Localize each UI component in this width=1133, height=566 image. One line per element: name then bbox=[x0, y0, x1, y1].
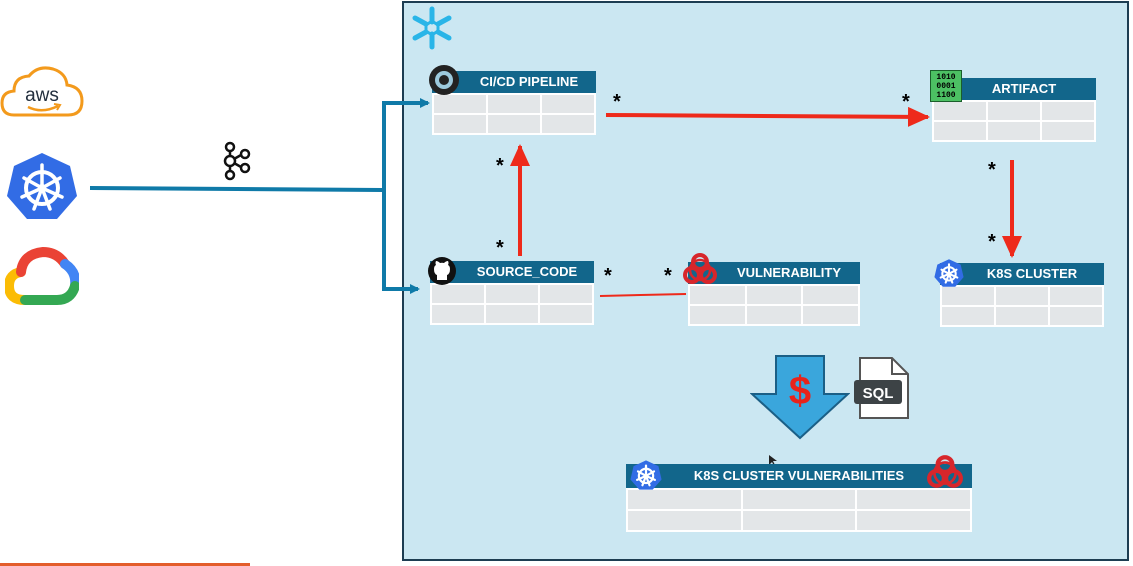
table-header: SOURCE_CODE bbox=[430, 261, 594, 283]
kubernetes-small-icon bbox=[630, 459, 662, 491]
binary-data-icon: 1010 0001 1100 bbox=[930, 70, 962, 102]
multiplicity-source-right: * bbox=[604, 265, 612, 287]
table-header: CI/CD PIPELINE bbox=[432, 71, 596, 93]
table-header: K8S CLUSTER VULNERABILITIES bbox=[626, 464, 972, 488]
biohazard-icon bbox=[926, 454, 964, 490]
github-icon bbox=[427, 256, 457, 286]
currency-symbol: $ bbox=[789, 369, 811, 413]
mouse-cursor-icon bbox=[769, 454, 777, 466]
biohazard-icon bbox=[682, 252, 718, 286]
sql-file-icon: SQL bbox=[852, 356, 910, 420]
multiplicity-vuln-left: * bbox=[664, 265, 672, 287]
cicd-ring-icon bbox=[428, 64, 460, 96]
ingest-line bbox=[89, 186, 385, 192]
multiplicity-artifact-out: * bbox=[988, 159, 996, 181]
kubernetes-logo-icon bbox=[6, 151, 78, 221]
table-source-code[interactable]: SOURCE_CODE bbox=[430, 261, 594, 325]
multiplicity-cicd-out: * bbox=[613, 91, 621, 113]
transform-down-arrow-icon: $ bbox=[749, 354, 851, 440]
aws-logo-text: aws bbox=[25, 85, 59, 106]
snowflake-logo-icon bbox=[410, 6, 454, 50]
video-progress-bar bbox=[0, 563, 250, 566]
multiplicity-cicd-in: * bbox=[496, 155, 504, 177]
google-cloud-logo-icon bbox=[3, 246, 81, 306]
table-header: K8S CLUSTER bbox=[940, 263, 1104, 285]
table-header: VULNERABILITY bbox=[688, 262, 860, 284]
multiplicity-source-out: * bbox=[496, 237, 504, 259]
table-k8s-cluster[interactable]: K8S CLUSTER bbox=[940, 263, 1104, 327]
table-artifact[interactable]: ARTIFACT bbox=[932, 78, 1096, 142]
table-header: ARTIFACT bbox=[932, 78, 1096, 100]
table-cicd-pipeline[interactable]: CI/CD PIPELINE bbox=[432, 71, 596, 135]
aws-logo-icon: aws bbox=[0, 63, 86, 121]
multiplicity-k8s-in: * bbox=[988, 231, 996, 253]
table-vulnerability[interactable]: VULNERABILITY bbox=[688, 262, 860, 326]
sql-label: SQL bbox=[863, 385, 894, 402]
kubernetes-small-icon bbox=[934, 258, 964, 288]
kafka-logo-icon bbox=[221, 141, 253, 181]
multiplicity-artifact-in: * bbox=[902, 91, 910, 113]
table-k8s-cluster-vulnerabilities[interactable]: K8S CLUSTER VULNERABILITIES bbox=[626, 464, 972, 532]
